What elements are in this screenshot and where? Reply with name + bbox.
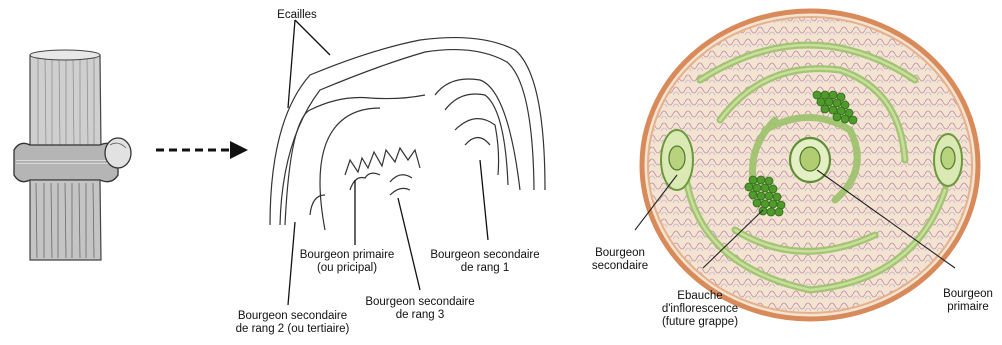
label-secondaire-rang3: Bourgeon secondaire de rang 3 <box>360 296 480 322</box>
label-bourgeon-primaire-middle: Bourgeon primaire (ou pricipal) <box>292 249 402 275</box>
label-bourgeon-primaire-right: Bourgeon primaire <box>938 288 998 314</box>
bud-section-diagram <box>250 0 590 345</box>
label-secondaire-rang1: Bourgeon secondaire de rang 1 <box>425 249 545 275</box>
dashed-arrow-icon <box>150 138 250 162</box>
label-secondaire-rang2: Bourgeon secondaire de rang 2 (ou tertia… <box>225 310 360 336</box>
label-bourgeon-secondaire-right: Bourgeon secondaire <box>585 247 655 273</box>
label-ebauche: Ebauche d'inflorescence (future grappe) <box>650 290 750 329</box>
label-ecailles: Ecailles <box>272 9 322 22</box>
stem-illustration <box>0 0 150 345</box>
stem-svg <box>0 0 150 345</box>
bud-icon <box>105 138 131 168</box>
